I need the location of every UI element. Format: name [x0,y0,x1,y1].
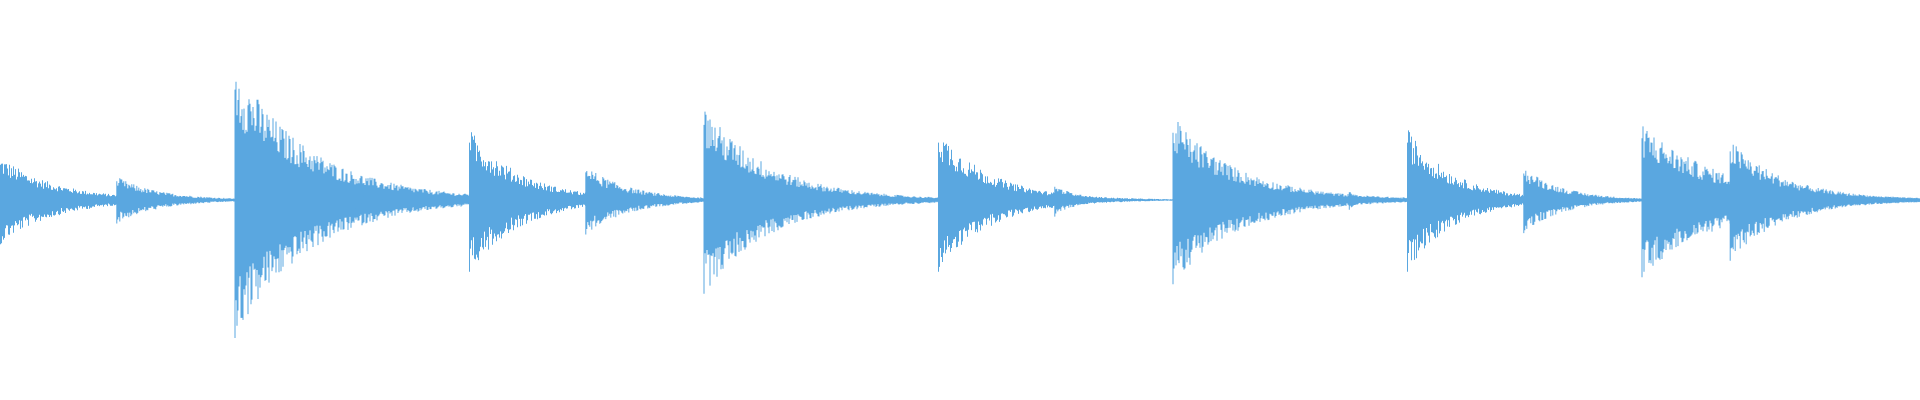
waveform-segments [0,81,1920,338]
waveform-onset-16 [1729,144,1920,261]
waveform-onset-3 [352,188,386,214]
waveform-onset-11 [1290,192,1321,210]
waveform-onset-9 [1054,186,1137,217]
waveform-onset-12 [1348,192,1379,210]
waveform-onset-4 [410,191,440,211]
